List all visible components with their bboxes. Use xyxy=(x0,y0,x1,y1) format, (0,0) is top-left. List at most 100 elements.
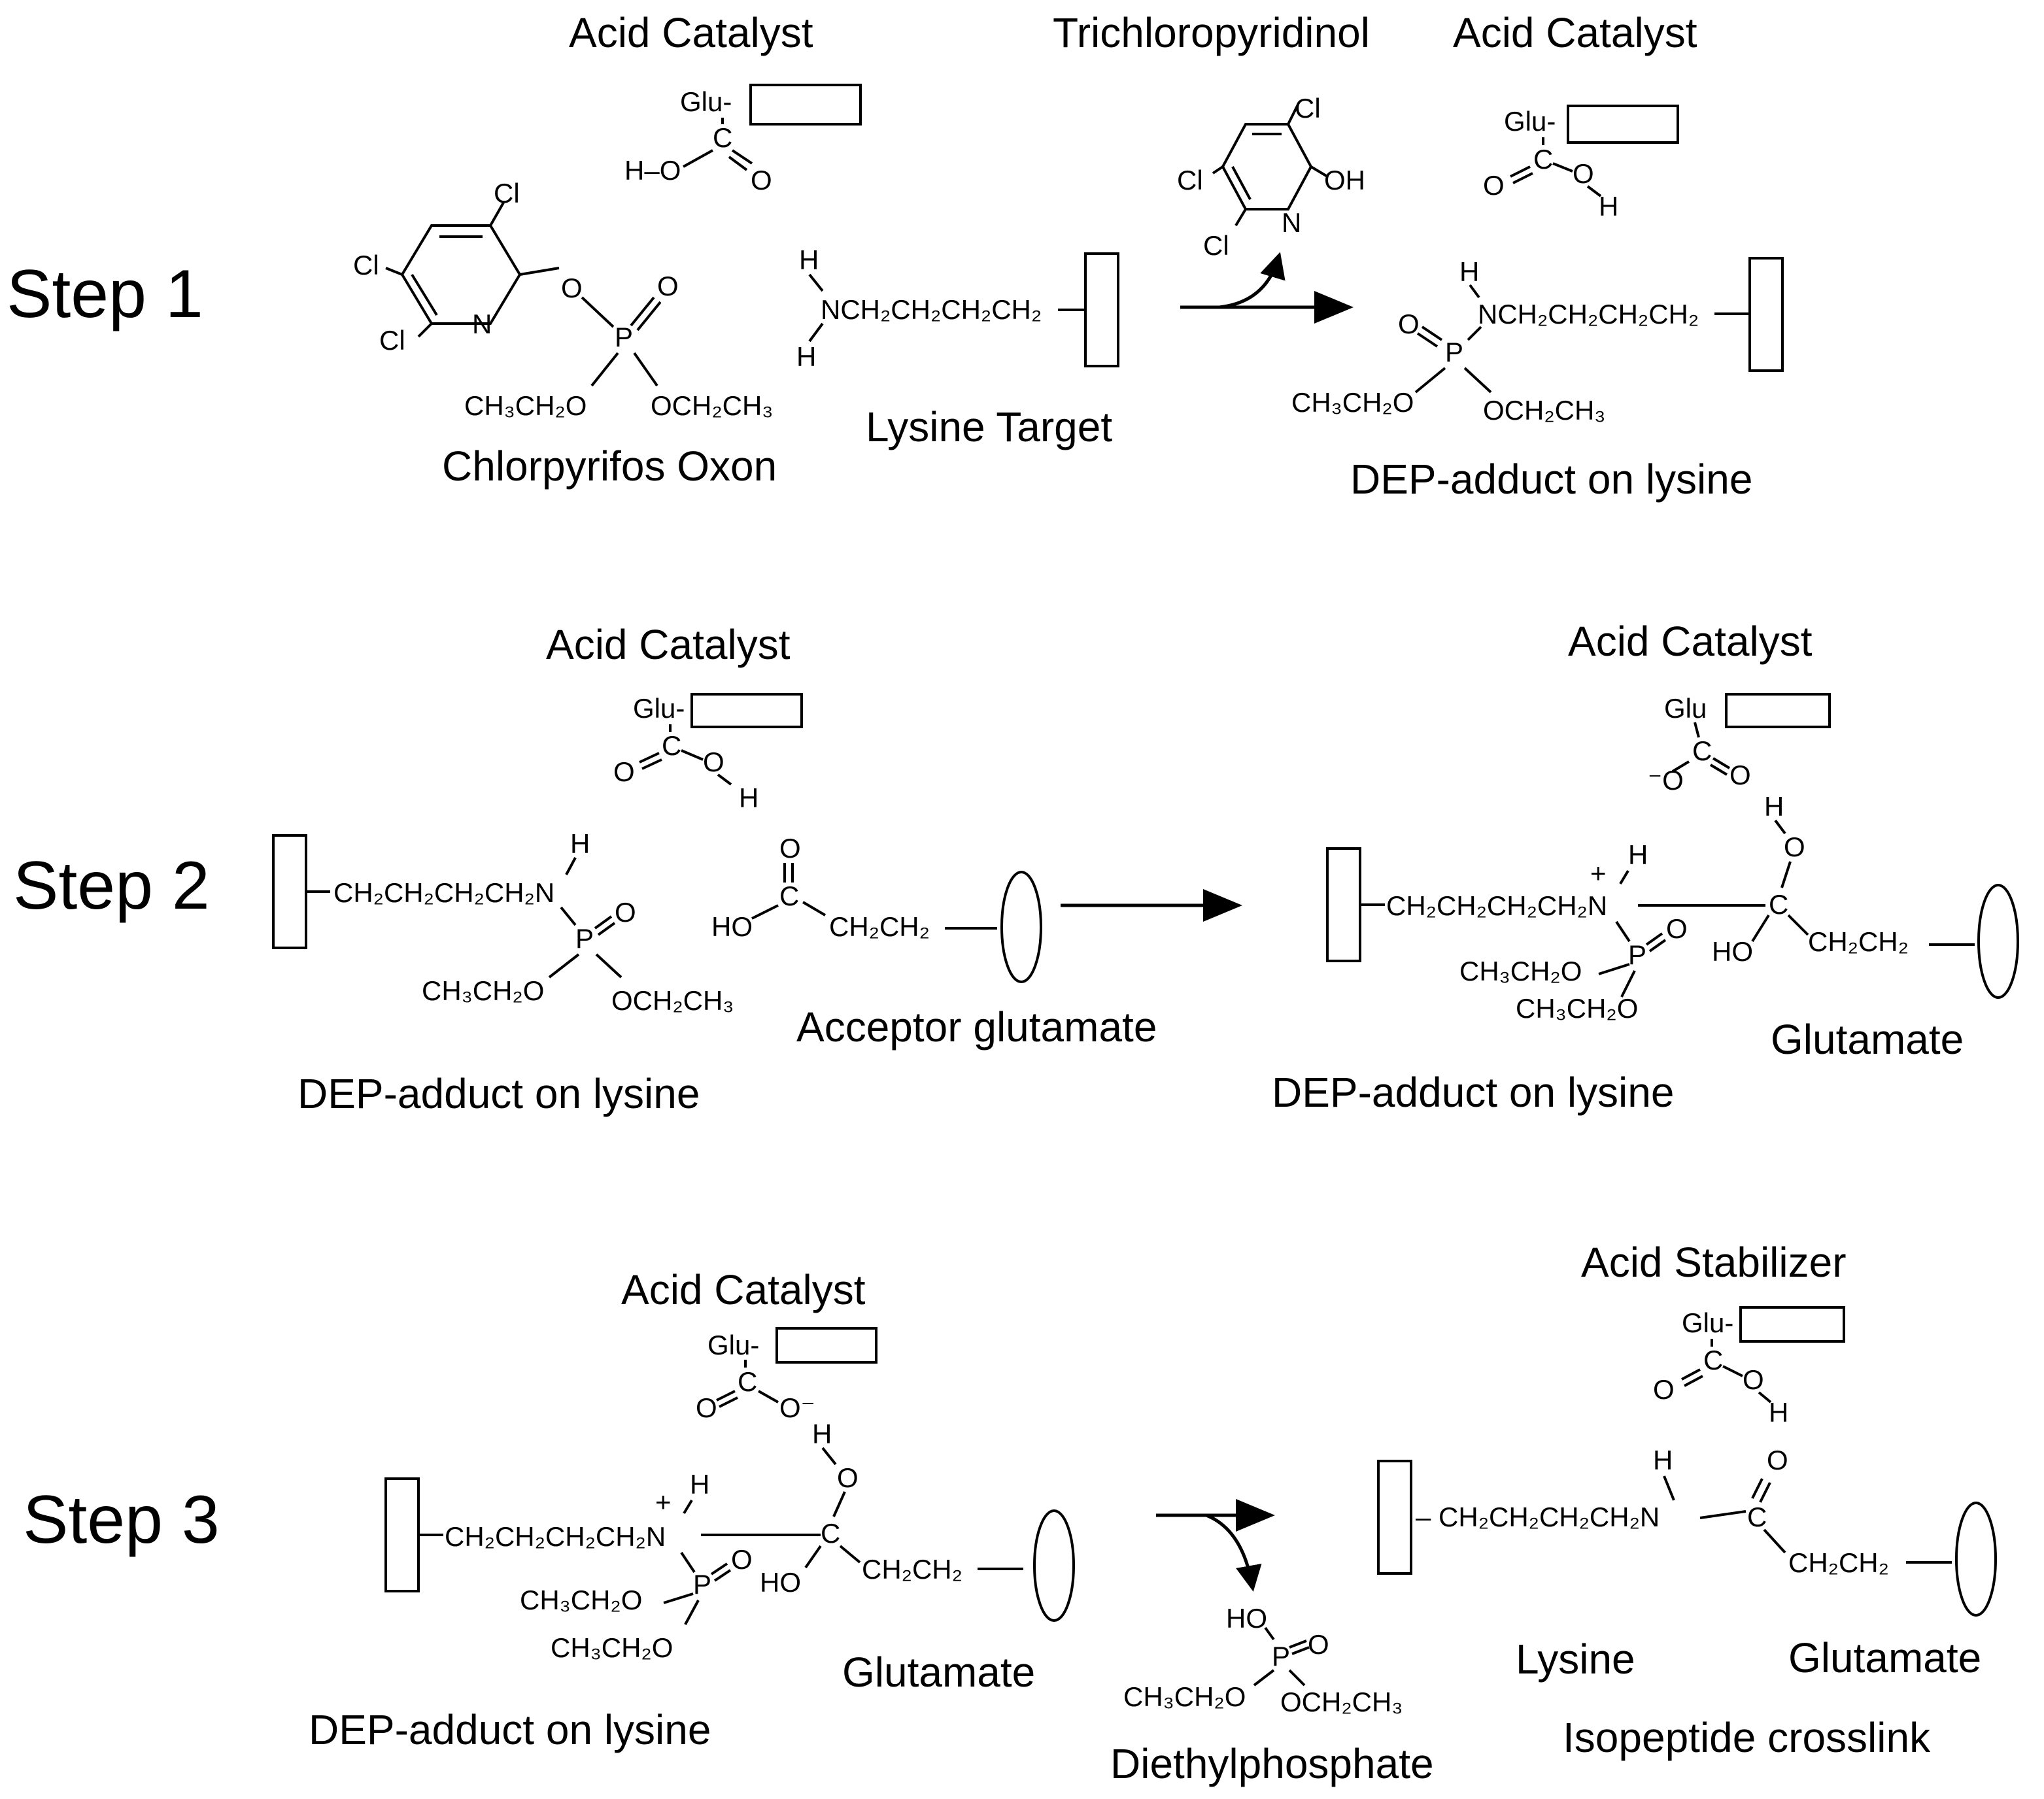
tetrahedral-intermediate-3: CH₂CH₂CH₂CH₂N + H P O CH₃CH₂O CH₃CH₂O H … xyxy=(309,1419,1075,1753)
hydrogen-atom: H xyxy=(799,244,819,275)
acid-catalyst-label: Acid Catalyst xyxy=(546,621,791,668)
oxygen-atom: O xyxy=(1784,832,1805,862)
dep-adduct-label: DEP-adduct on lysine xyxy=(1272,1069,1674,1116)
trichloropyridinol-label: Trichloropyridinol xyxy=(1053,9,1370,56)
chlorpyrifos-oxon-label: Chlorpyrifos Oxon xyxy=(442,443,777,490)
glutamate-chain: CH₂CH₂ xyxy=(1808,926,1909,957)
hydrogen-atom: H xyxy=(690,1469,709,1500)
oxygen-atom: O xyxy=(615,897,636,928)
phosphorus-atom: P xyxy=(1272,1641,1290,1672)
lysine-chain: NCH₂CH₂CH₂CH₂ xyxy=(821,294,1042,325)
hydrogen-atom: H xyxy=(1769,1397,1788,1428)
isopeptide-crosslink-label: Isopeptide crosslink xyxy=(1563,1714,1931,1761)
hydrogen-atom: H xyxy=(1599,191,1618,222)
protein-box xyxy=(690,693,803,728)
lysine-label: Lysine xyxy=(1516,1636,1635,1683)
carbon-atom: C xyxy=(1747,1502,1767,1532)
lysine-chain: CH₂CH₂CH₂CH₂N xyxy=(1386,890,1607,921)
ethoxy-left: CH₃CH₂O xyxy=(1459,956,1582,986)
phosphorus-atom: P xyxy=(693,1569,711,1600)
hydrogen-atom: H xyxy=(796,341,816,372)
glu-atom: Glu- xyxy=(1504,106,1556,137)
lysine-chain: NCH₂CH₂CH₂CH₂ xyxy=(1478,299,1699,329)
glutamate-label: Glutamate xyxy=(1788,1634,1981,1681)
chlorine-atom: Cl xyxy=(494,178,520,209)
ethoxy-left: CH₃CH₂O xyxy=(1291,387,1414,418)
ethoxy-left: CH₃CH₂O xyxy=(422,975,544,1006)
step-2: Step 2 Acid Catalyst Glu- C O O H CH₂CH₂… xyxy=(13,618,2019,1117)
protein-box xyxy=(1748,257,1784,372)
carbon-atom: C xyxy=(1533,144,1553,175)
ethoxy-right: OCH₂CH₃ xyxy=(1483,395,1605,426)
acid-catalyst-right-2: Acid Catalyst Glu C ⁻O O xyxy=(1568,618,1831,796)
carbon-atom: C xyxy=(713,122,732,153)
hydroxyl: HO xyxy=(711,911,753,942)
hydrogen-atom: H xyxy=(1653,1445,1673,1475)
carbon-atom: C xyxy=(1703,1345,1723,1375)
ethoxy-left: CH₃CH₂O xyxy=(1123,1681,1246,1712)
reaction-arrow-3 xyxy=(1156,1499,1275,1592)
hydroxyl: OH xyxy=(1324,165,1365,195)
oxygen-atom: O xyxy=(657,271,679,301)
dep-adduct-reactant-2: CH₂CH₂CH₂CH₂N H P O CH₃CH₂O OCH₂CH₃ DEP-… xyxy=(272,828,734,1117)
oxygen-atom: O xyxy=(1767,1445,1788,1475)
acid-catalyst-label: Acid Catalyst xyxy=(621,1266,866,1313)
glutamate-label: Glutamate xyxy=(842,1649,1035,1696)
protein-box xyxy=(775,1327,877,1364)
glutamate-chain: CH₂CH₂ xyxy=(862,1554,962,1585)
trichloropyridinol: Trichloropyridinol Cl Cl Cl N OH xyxy=(1053,9,1370,261)
carbon-atom: C xyxy=(1769,889,1788,920)
dep-adduct-product-1: H NCH₂CH₂CH₂CH₂ P O CH₃CH₂O OCH₂CH₃ DEP-… xyxy=(1291,256,1784,503)
glu-atom: Glu- xyxy=(680,86,732,117)
protein-box xyxy=(1725,693,1831,728)
hydrogen-atom: H xyxy=(570,828,590,859)
lysine-target-label: Lysine Target xyxy=(866,403,1112,450)
oxygen-atom: O xyxy=(1743,1364,1764,1395)
chlorine-atom: Cl xyxy=(353,250,379,280)
oxygen-atom: O xyxy=(1308,1629,1329,1660)
chlorine-atom: Cl xyxy=(1177,165,1203,195)
ethoxy-left: CH₃CH₂O xyxy=(551,1632,673,1663)
glutamate-chain: CH₂CH₂ xyxy=(1788,1547,1889,1578)
protein-box xyxy=(384,1477,420,1592)
acid-catalyst-left-2: Acid Catalyst Glu- C O O H xyxy=(546,621,803,813)
carbon-atom: C xyxy=(779,881,799,911)
protein-box xyxy=(272,834,307,949)
lysine-target: H NCH₂CH₂CH₂CH₂ H Lysine Target xyxy=(796,244,1119,450)
lysine-chain: CH₂CH₂CH₂CH₂N xyxy=(445,1521,666,1552)
phosphorus-atom: P xyxy=(615,322,633,352)
reaction-arrow-1 xyxy=(1180,252,1354,324)
phosphorus-atom: P xyxy=(1445,337,1463,367)
protein-ellipse xyxy=(1977,884,2019,999)
chlorine-atom: Cl xyxy=(379,325,405,356)
step-3: Step 3 Acid Catalyst Glu- C O O⁻ CH₂CH₂C… xyxy=(23,1239,1997,1787)
lysine-chain: CH₂CH₂CH₂CH₂N xyxy=(333,877,554,908)
oxygen-atom: O xyxy=(613,756,635,787)
hydrogen-atom: H xyxy=(739,782,758,813)
ethoxy-left: CH₃CH₂O xyxy=(464,390,587,421)
acid-catalyst-right-1: Acid Catalyst Glu- C O O H xyxy=(1453,9,1697,222)
nitrogen-atom: N xyxy=(472,309,492,339)
h-o-atoms: H–O xyxy=(624,155,681,186)
tetrahedral-intermediate-2: CH₂CH₂CH₂CH₂N + H P O CH₃CH₂O CH₃CH₂O H … xyxy=(1272,791,2019,1116)
protein-box xyxy=(1567,105,1679,144)
oxygen-atom: O xyxy=(1573,158,1594,189)
lysine-chain: – CH₂CH₂CH₂CH₂N xyxy=(1416,1502,1660,1532)
hydrogen-atom: H xyxy=(812,1419,832,1449)
oxygen-atom: O xyxy=(1653,1374,1675,1405)
acid-stabilizer-label: Acid Stabilizer xyxy=(1581,1239,1847,1286)
nitrogen-atom: N xyxy=(1282,207,1301,238)
chlorine-atom: Cl xyxy=(1203,230,1229,261)
acid-catalyst-3: Acid Catalyst Glu- C O O⁻ xyxy=(621,1266,877,1423)
glu-atom: Glu- xyxy=(1682,1307,1733,1338)
acid-catalyst-label: Acid Catalyst xyxy=(1453,9,1697,56)
oxygen-atom: O xyxy=(837,1462,859,1493)
hydrogen-atom: H xyxy=(1628,839,1648,870)
ethoxy-right: OCH₂CH₃ xyxy=(1280,1687,1403,1717)
carbon-atom: C xyxy=(821,1518,840,1549)
acceptor-glutamate-label: Acceptor glutamate xyxy=(796,1003,1157,1051)
ethoxy-right: OCH₂CH₃ xyxy=(611,985,734,1016)
protein-ellipse xyxy=(1000,871,1042,983)
oxygen-anion: O⁻ xyxy=(779,1392,815,1423)
